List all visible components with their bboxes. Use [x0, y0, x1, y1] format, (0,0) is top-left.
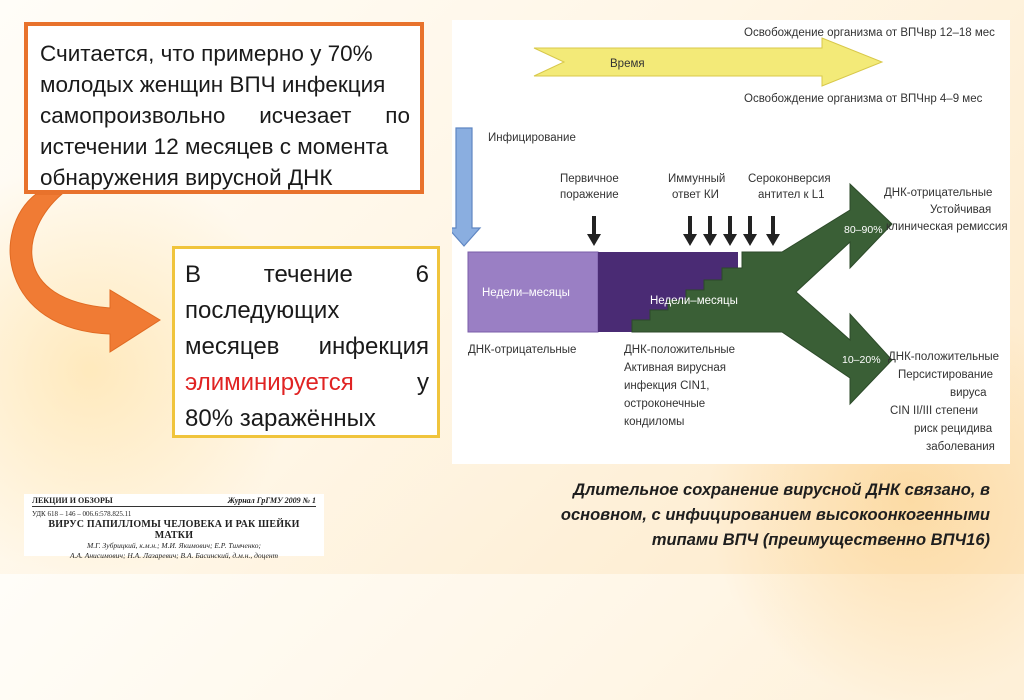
svg-text:Активная вирусная: Активная вирусная [624, 362, 726, 374]
box1-line-3: самопроизвольно исчезает по [40, 103, 410, 128]
svg-text:риск рецидива: риск рецидива [914, 423, 993, 435]
outcome-persistence: ДНК-положительные Персистирование вируса… [888, 351, 999, 453]
svg-text:инфекция CIN1,: инфекция CIN1, [624, 380, 710, 392]
label-dna-negative: ДНК-отрицательные [468, 344, 576, 356]
eliminated-highlight: элиминируется [185, 369, 354, 396]
svg-text:Устойчивая: Устойчивая [930, 204, 991, 216]
journal-header-bar: ЛЕКЦИИ И ОБЗОРЫ Журнал ГрГМУ 2009 № 1 [32, 496, 316, 507]
infection-arrow-icon [452, 127, 482, 247]
svg-text:заболевания: заболевания [926, 441, 995, 453]
journal-title: ВИРУС ПАПИЛЛОМЫ ЧЕЛОВЕКА И РАК ШЕЙКИ МАТ… [48, 519, 300, 541]
forked-arrow [631, 182, 893, 406]
box1-line-1: Считается, что примерно у 70% [40, 41, 373, 66]
box1-line-5: обнаружения вирусной ДНК [40, 165, 333, 190]
box2-line-2: последующих [185, 297, 340, 324]
journal-udk: УДК 618 – 146 – 006.6:578.825.11 [32, 510, 132, 518]
hpv-course-diagram: Освобождение организма от ВПЧвр 12–18 ме… [452, 20, 1010, 464]
time-arrow-icon [533, 37, 884, 87]
box1-line-2: молодых женщин ВПЧ инфекция [40, 72, 386, 97]
label-infection: Инфицирование [488, 132, 576, 144]
svg-text:кондиломы: кондиломы [624, 416, 684, 428]
svg-text:Персистирование: Персистирование [898, 369, 993, 381]
svg-text:клиническая ремиссия: клиническая ремиссия [886, 221, 1008, 233]
label-immune-2: ответ КИ [672, 189, 719, 201]
label-weeks-months-1: Недели–месяцы [482, 287, 570, 299]
label-time: Время [610, 58, 645, 70]
label-primary-2: поражение [560, 189, 619, 201]
label-seroconv-2: антител к L1 [758, 189, 825, 201]
journal-authors-1: М.Г. Зубрицкий, к.м.н.; М.И. Якимович; Е… [86, 541, 262, 550]
label-pct-bottom: 10–20% [842, 354, 881, 366]
label-release-hr: Освобождение организма от ВПЧвр 12–18 ме… [744, 27, 995, 39]
label-immune-1: Иммунный [668, 173, 725, 185]
label-primary-1: Первичное [560, 173, 619, 185]
svg-text:ДНК-отрицательные: ДНК-отрицательные [884, 187, 992, 199]
svg-text:ДНК-положительные: ДНК-положительные [888, 351, 999, 363]
label-weeks-months-2: Недели–месяцы [650, 295, 738, 307]
caption: Длительное сохранение вирусной ДНК связа… [560, 481, 990, 549]
dna-positive-description: ДНК-положительные Активная вирусная инфе… [624, 344, 735, 428]
label-release-lr: Освобождение организма от ВПЧнр 4–9 мес [744, 93, 983, 105]
svg-text:CIN II/III степени: CIN II/III степени [890, 405, 978, 417]
journal-header-thumbnail: ЛЕКЦИИ И ОБЗОРЫ Журнал ГрГМУ 2009 № 1 УД… [24, 494, 324, 560]
curved-arrow-icon [9, 193, 161, 353]
label-seroconv-1: Сероконверсия [748, 173, 831, 185]
svg-text:остроконечные: остроконечные [624, 398, 705, 410]
svg-text:ДНК-положительные: ДНК-положительные [624, 344, 735, 356]
info-box-70-percent: Считается, что примерно у 70% молодых же… [24, 22, 424, 194]
outcome-remission: ДНК-отрицательные Устойчивая клиническая… [884, 187, 1008, 233]
label-pct-top: 80–90% [844, 224, 883, 236]
svg-text:вируса: вируса [950, 387, 987, 399]
box2-line-5: 80% заражённых [185, 405, 376, 432]
box1-line-4: истечении 12 месяцев с момента [40, 134, 389, 159]
journal-authors-2: А.А. Анисимович; Н.А. Лазаревич; В.А. Ба… [69, 551, 279, 560]
down-arrows-icon [587, 216, 780, 246]
